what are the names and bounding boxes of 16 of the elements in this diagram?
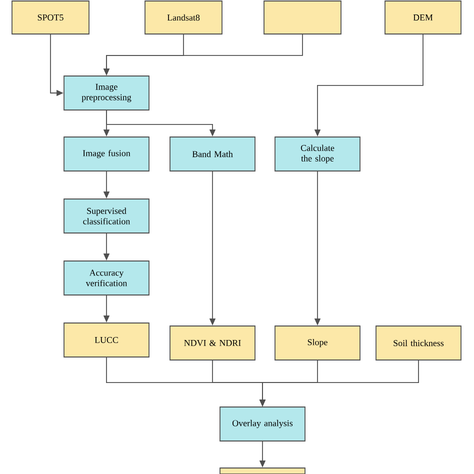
process-box: Image preprocessing <box>64 76 150 110</box>
source-box: DEM <box>384 0 462 34</box>
result-box: LUCC <box>64 322 150 358</box>
process-box: Accuracy verification <box>64 260 150 296</box>
source-box <box>264 0 342 34</box>
result-box <box>220 468 306 474</box>
process-box: Supervised classification <box>64 198 150 234</box>
result-box: Soil thickness <box>376 326 462 360</box>
process-box: Calculate the slope <box>274 136 360 172</box>
result-box: Slope <box>274 326 360 360</box>
process-box: Image fusion <box>64 136 150 172</box>
result-box: NDVI & NDRI <box>170 326 256 360</box>
process-box: Overlay analysis <box>220 406 306 442</box>
process-box: Band Math <box>170 136 256 172</box>
source-box: Landsat8 <box>144 0 222 34</box>
source-box: SPOT5 <box>12 0 90 34</box>
